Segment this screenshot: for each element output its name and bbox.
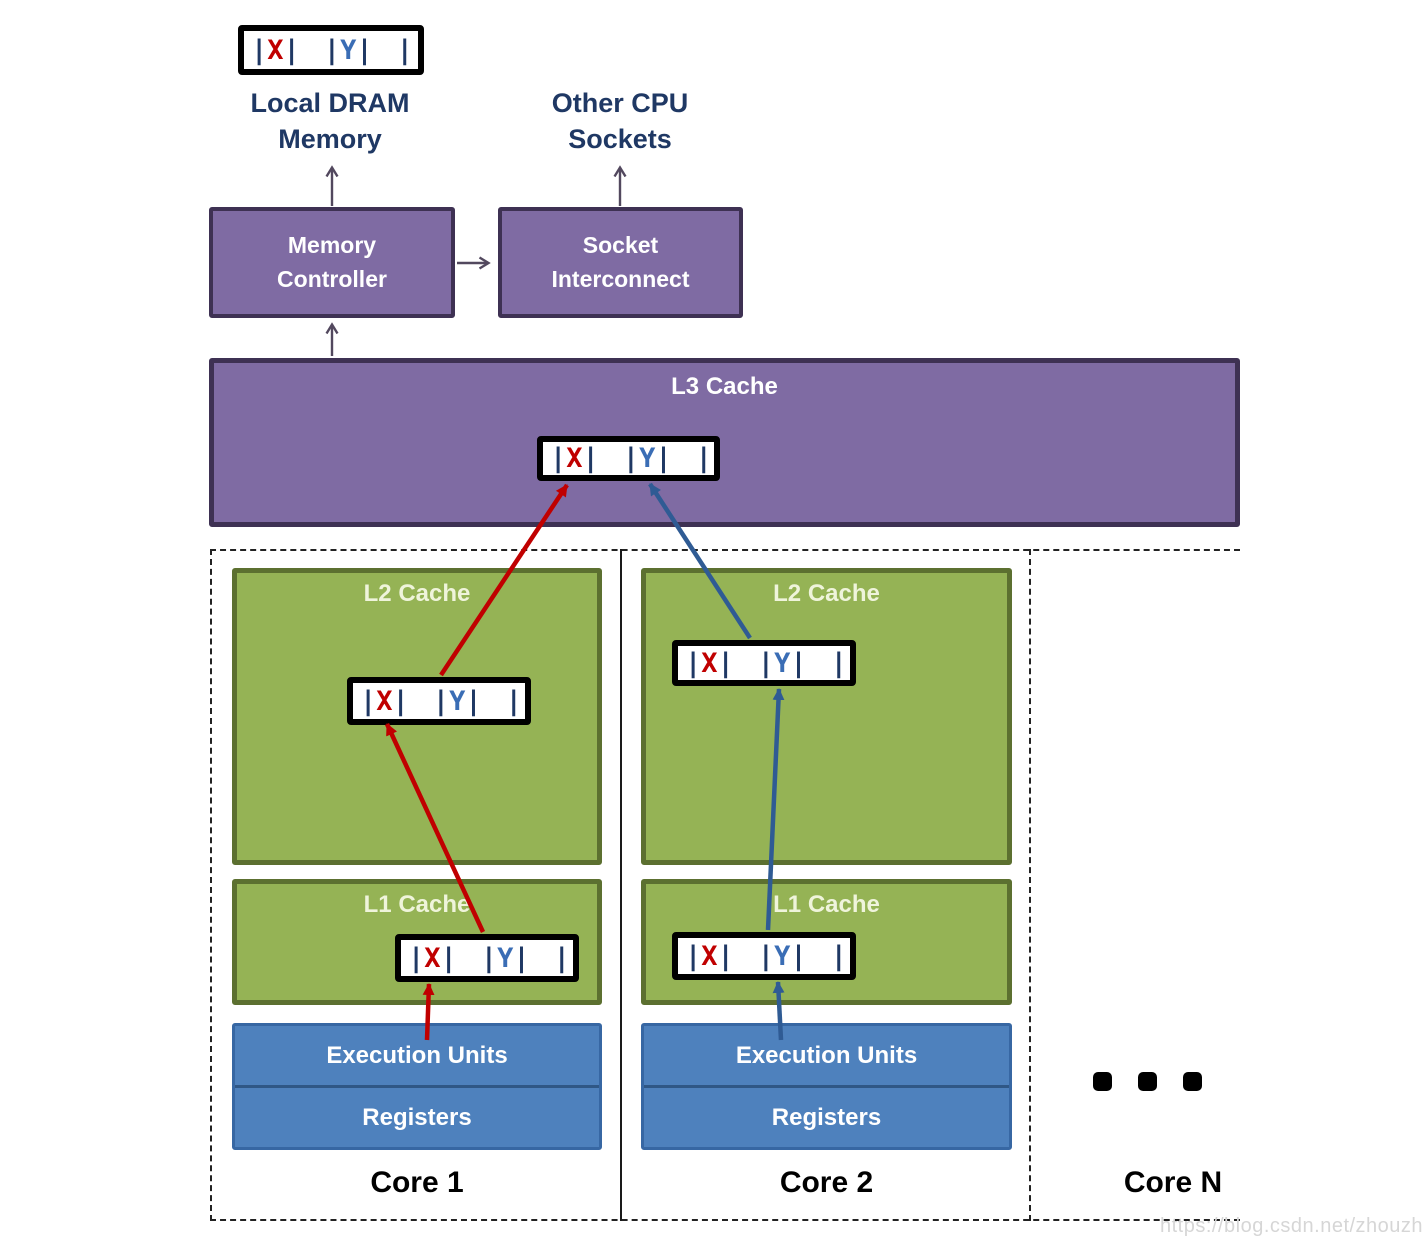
cache-line-bar: |: [283, 34, 300, 66]
cache-line-bar: |: [505, 685, 522, 717]
core1-execution-registers-box: Execution Units Registers: [232, 1023, 602, 1150]
core2-coren-divider: [1029, 549, 1031, 1221]
ellipsis-dot: [1138, 1072, 1157, 1091]
core1-execution-units: Execution Units: [235, 1026, 599, 1085]
cache-line-bar: |: [830, 940, 847, 972]
cache-line-x: X: [566, 443, 583, 474]
cache-line-bar: |: [757, 647, 775, 679]
cache-line-x: X: [376, 685, 393, 717]
cache-line-bar: |: [830, 647, 847, 679]
core2-registers-label: Registers: [771, 1103, 882, 1131]
cache-line-x: X: [701, 647, 718, 679]
cache-line-bar: |: [582, 443, 599, 474]
cache-line-bar: |: [323, 34, 341, 66]
socket-interconnect-box: Socket Interconnect: [498, 207, 743, 318]
cache-line-y: Y: [340, 34, 357, 66]
cache-line-bar: |: [553, 942, 570, 974]
cache-line-bar: |: [550, 443, 567, 474]
ellipsis-dot: [1183, 1072, 1202, 1091]
l3-cache-title: L3 Cache: [671, 373, 778, 400]
cache-line-y: Y: [639, 443, 656, 474]
cache-line-bar: |: [622, 443, 640, 474]
cache-line-bar: |: [465, 685, 482, 717]
core1-l1-cache-line-box: |X||Y||: [395, 934, 579, 982]
core2-l1-cache-title: L1 Cache: [773, 891, 880, 918]
core2-execution-units-label: Execution Units: [735, 1041, 918, 1069]
cache-line-x: X: [701, 940, 718, 972]
cache-line-bar: |: [717, 647, 734, 679]
socket-interconnect-label: Socket Interconnect: [551, 232, 690, 292]
cache-line-bar: |: [432, 685, 450, 717]
cache-line-bar: |: [790, 647, 807, 679]
core2-execution-units: Execution Units: [644, 1026, 1009, 1085]
cache-line-bar: |: [396, 34, 413, 66]
cache-line-y: Y: [497, 942, 514, 974]
core1-registers-label: Registers: [362, 1103, 472, 1131]
cache-line-bar: |: [513, 942, 530, 974]
core2-l2-cache-title: L2 Cache: [773, 580, 880, 607]
cache-line-bar: |: [695, 443, 712, 474]
core2-registers: Registers: [644, 1085, 1009, 1147]
cache-line-bar: |: [480, 942, 498, 974]
memory-controller-label: Memory Controller: [277, 232, 387, 292]
core1-execution-units-label: Execution Units: [326, 1041, 508, 1069]
core2-l2-cache-line-box: |X||Y||: [672, 640, 856, 686]
cache-line-bar: |: [717, 940, 734, 972]
cache-line-bar: |: [757, 940, 775, 972]
cache-line-bar: |: [685, 647, 702, 679]
watermark: https://blog.csdn.net/zhouzhenyong: [1160, 1215, 1422, 1237]
cache-line-y: Y: [774, 940, 791, 972]
other-cpu-sockets-label: Other CPU Sockets: [551, 88, 689, 155]
l3-cache-line-box: |X||Y||: [537, 436, 720, 481]
cache-line-bar: |: [790, 940, 807, 972]
core1-core2-divider: [620, 549, 622, 1221]
cache-line-bar: |: [392, 685, 409, 717]
core2-l1-cache-line-box: |X||Y||: [672, 932, 856, 980]
core1-l1-cache-title: L1 Cache: [363, 891, 471, 918]
core1-registers: Registers: [235, 1085, 599, 1147]
core2-execution-registers-box: Execution Units Registers: [641, 1023, 1012, 1150]
core1-label: Core 1: [370, 1166, 464, 1199]
core1-l2-cache-title: L2 Cache: [363, 580, 471, 607]
core2-label: Core 2: [779, 1166, 874, 1199]
l3-cache-box: L3 Cache: [209, 358, 1240, 527]
coren-label: Core N: [1123, 1166, 1223, 1199]
core2-l2-cache-box: L2 Cache: [641, 568, 1012, 865]
cache-line-bar: |: [655, 443, 672, 474]
local-dram-memory-label: Local DRAM Memory: [250, 88, 410, 155]
memory-controller-box: Memory Controller: [209, 207, 455, 318]
dram-cache-line-box: |X||Y||: [238, 25, 424, 75]
ellipsis-dot: [1093, 1072, 1112, 1091]
cache-line-bar: |: [440, 942, 457, 974]
cache-line-bar: |: [251, 34, 268, 66]
cache-line-y: Y: [449, 685, 466, 717]
cache-line-bar: |: [356, 34, 373, 66]
core1-l2-cache-line-box: |X||Y||: [347, 677, 531, 725]
cache-line-y: Y: [774, 647, 791, 679]
cache-line-bar: |: [408, 942, 425, 974]
cache-line-x: X: [424, 942, 441, 974]
cache-line-bar: |: [685, 940, 702, 972]
cache-line-bar: |: [360, 685, 377, 717]
cache-line-x: X: [267, 34, 284, 66]
